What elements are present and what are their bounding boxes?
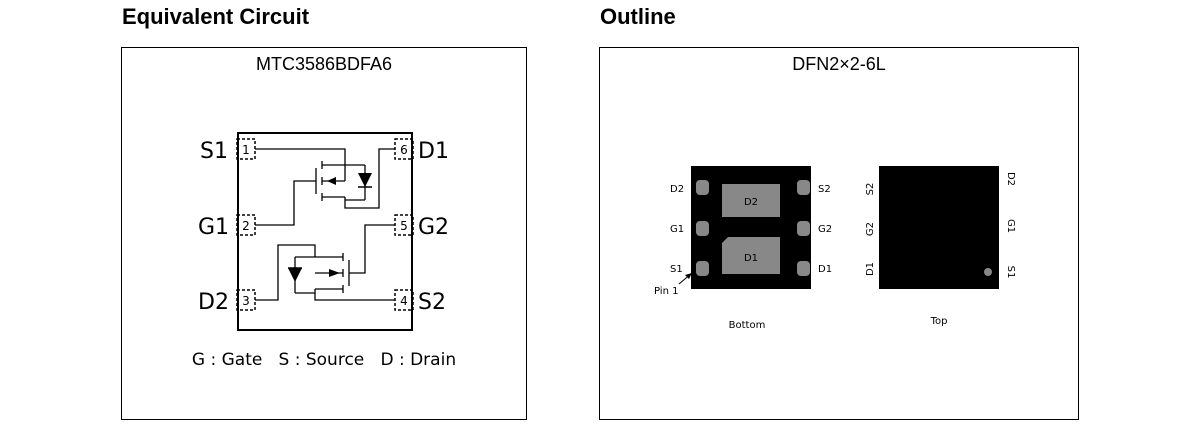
- pin1-dot: [984, 268, 992, 276]
- pin-legend: G : Gate S : Source D : Drain: [192, 350, 456, 370]
- equivalent-circuit-panel: MTC3586BDFA6 1 2 3 6 5 4 S1 G1 D2 D1: [121, 47, 527, 420]
- top-right-pin-3: S1: [1005, 266, 1016, 279]
- mosfet-2: [255, 224, 395, 301]
- pad-d2-left: [696, 180, 709, 195]
- pin-label-s2: S2: [418, 290, 446, 315]
- top-caption: Top: [930, 316, 948, 327]
- pad-s1: [696, 261, 709, 276]
- mosfet-1: [255, 148, 395, 226]
- circuit-schematic: 1 2 3 6 5 4 S1 G1 D2 D1 G2 S2: [192, 132, 456, 370]
- pin-5-number: 5: [400, 219, 408, 233]
- top-view-body: [879, 166, 999, 289]
- top-right-pin-2: G1: [1005, 219, 1016, 233]
- pin-1-number: 1: [242, 143, 250, 157]
- pin-label-d2: D2: [198, 290, 229, 315]
- body-diode-2: [288, 268, 302, 282]
- pad-g1: [696, 221, 709, 236]
- pad-d1-right: [797, 261, 810, 276]
- top-left-pin-3: D1: [865, 262, 876, 276]
- body-diode-1: [358, 173, 372, 187]
- pad-d1-label: D1: [744, 253, 758, 264]
- bottom-left-pin-3: S1: [670, 264, 683, 275]
- top-right-pin-1: D2: [1005, 172, 1016, 186]
- pad-d2-label: D2: [744, 197, 758, 208]
- pad-s2: [797, 180, 810, 195]
- pin-6-number: 6: [400, 143, 408, 157]
- bottom-left-pin-2: G1: [670, 224, 684, 235]
- pin-label-d1: D1: [418, 139, 449, 164]
- pin-label-g2: G2: [418, 215, 449, 240]
- pin-label-g1: G1: [198, 215, 229, 240]
- package-name: DFN2×2-6L: [792, 54, 886, 74]
- chip-body: [237, 132, 413, 331]
- outline-panel: DFN2×2-6L D2 D1 D2 G1 S1 S2 G2 D1 Pin 1 …: [599, 47, 1079, 420]
- top-left-pin-1: S2: [865, 183, 876, 196]
- pin-label-s1: S1: [200, 139, 228, 164]
- bottom-right-pin-1: S2: [818, 184, 831, 195]
- bottom-right-pin-3: D1: [818, 264, 832, 275]
- pad-g2: [797, 221, 810, 236]
- pin1-arrow: [685, 273, 692, 279]
- package-outline: D2 D1 D2 G1 S1 S2 G2 D1 Pin 1 Bottom S2 …: [654, 166, 1016, 331]
- pin-4-number: 4: [400, 294, 408, 308]
- equivalent-circuit-heading: Equivalent Circuit: [122, 4, 310, 29]
- pin1-label: Pin 1: [654, 286, 678, 297]
- outline-heading: Outline: [600, 4, 676, 29]
- pad-d2-center: [722, 184, 780, 217]
- pin-3-number: 3: [242, 294, 250, 308]
- bottom-right-pin-2: G2: [818, 224, 832, 235]
- bottom-left-pin-1: D2: [670, 184, 684, 195]
- pin-2-number: 2: [242, 219, 250, 233]
- bottom-caption: Bottom: [729, 320, 766, 331]
- pad-d1-center: [722, 237, 780, 274]
- part-number: MTC3586BDFA6: [255, 54, 393, 74]
- top-left-pin-2: G2: [865, 222, 876, 236]
